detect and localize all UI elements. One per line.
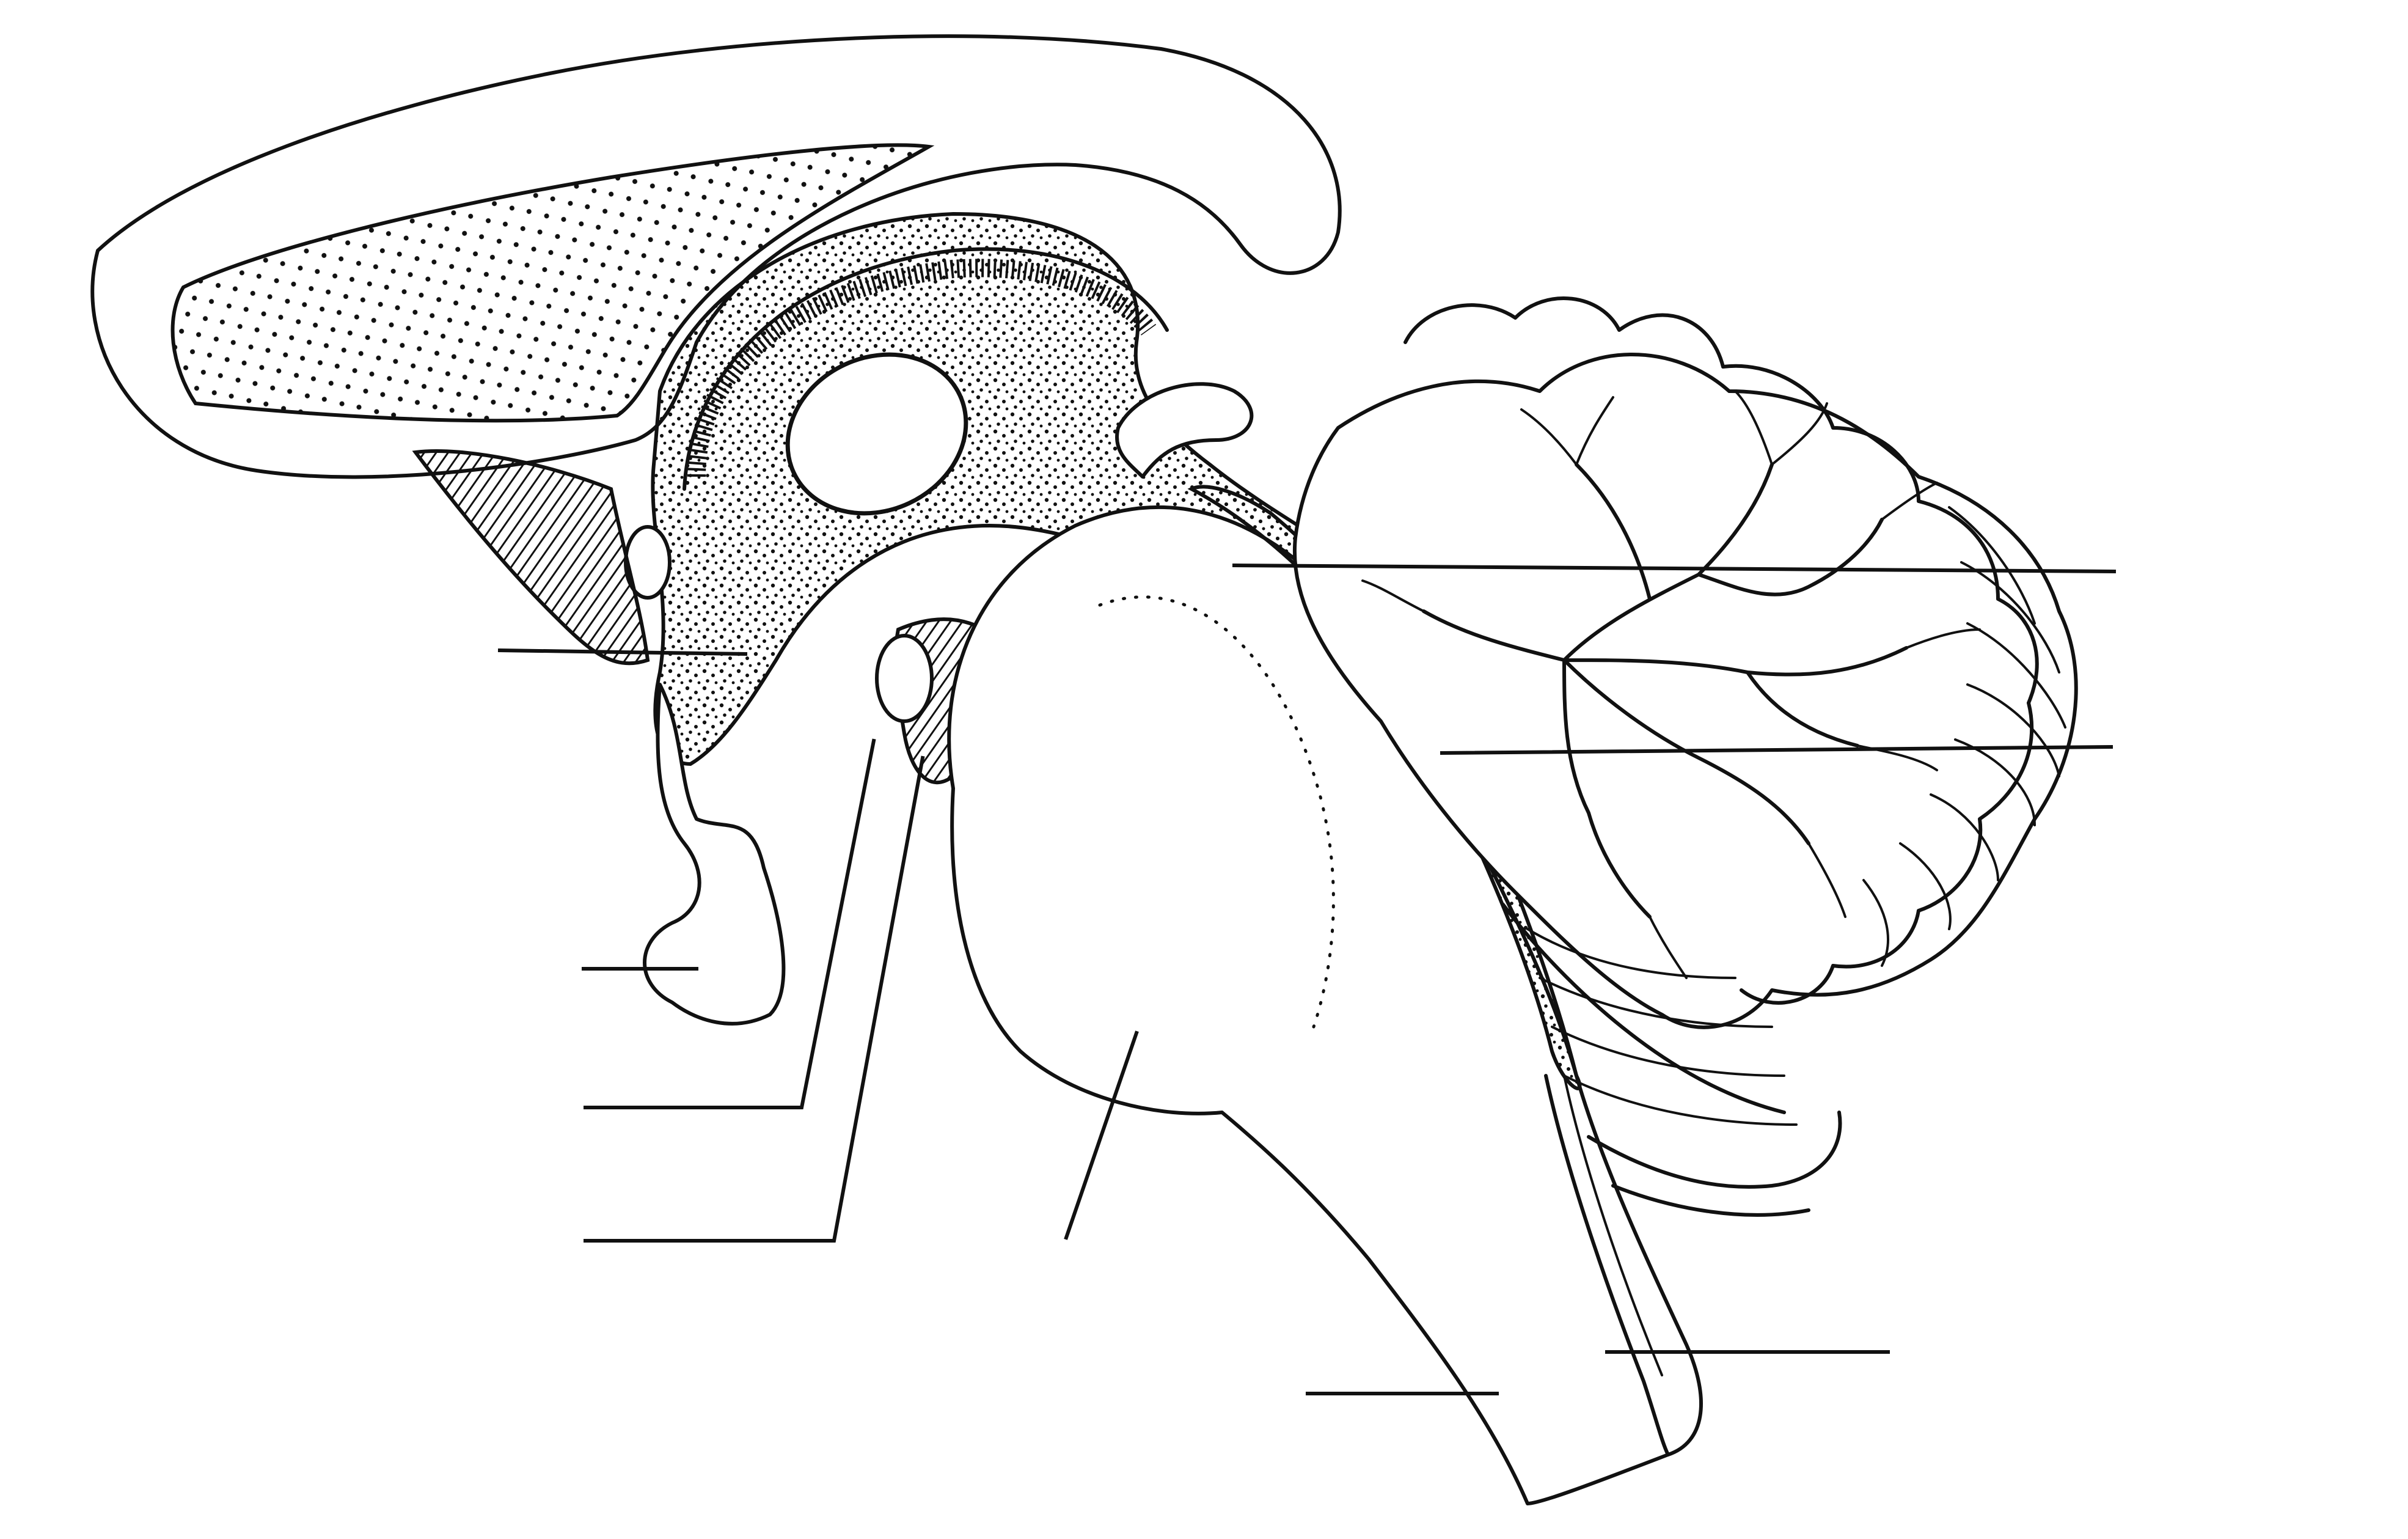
ventricle-oval: [785, 352, 968, 516]
lamina-terminalis-hatch: [412, 449, 650, 666]
brainstem: [947, 505, 1703, 1505]
arbor-vitae: [1422, 463, 1908, 919]
leader-1: [497, 648, 748, 656]
mammillary-body: [875, 634, 934, 723]
central-canal: [1544, 1074, 1670, 1456]
pineal-gland: [1115, 382, 1254, 479]
leader-4: [584, 755, 925, 1243]
leader-3: [584, 738, 876, 1109]
label-leaders: [497, 563, 2117, 1395]
brainstem-dotted-curve: [1098, 595, 1335, 1029]
pituitary-stalk: [643, 683, 786, 1026]
leader-9: [1440, 744, 2113, 755]
leader-5: [1064, 1030, 1139, 1240]
cortex-dotted-field: [170, 143, 935, 423]
cerebellum: [1292, 296, 2078, 1217]
leader-8: [1232, 563, 2117, 574]
